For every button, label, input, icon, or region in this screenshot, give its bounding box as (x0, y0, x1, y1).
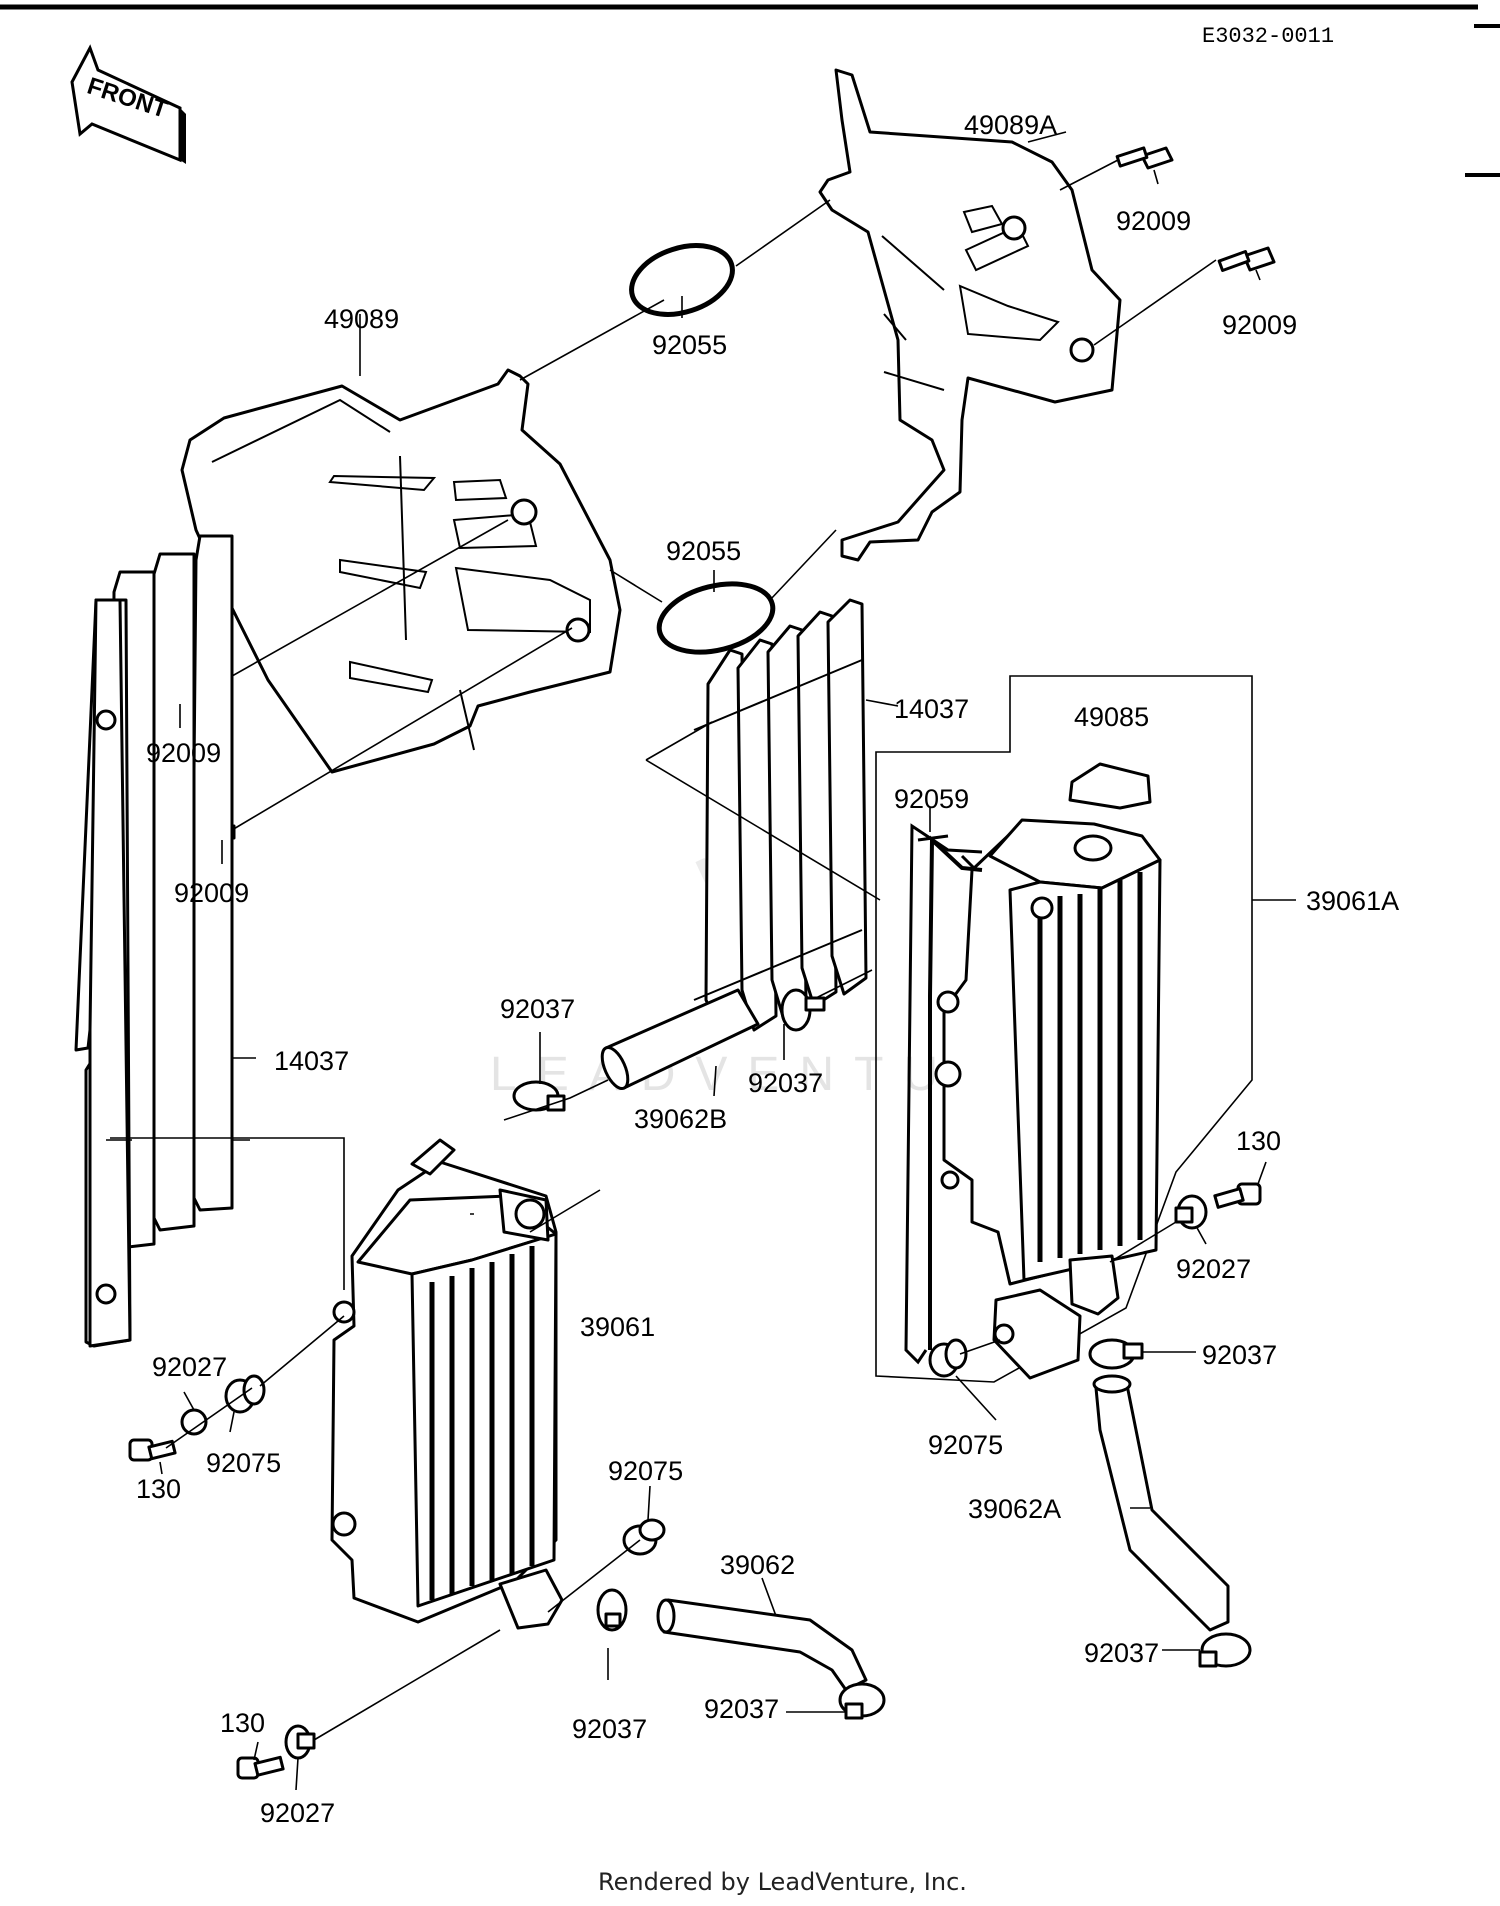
label-92009-c: 92009 (146, 738, 221, 768)
label-39062: 39062 (720, 1550, 795, 1580)
radiator-grommet-49085 (1068, 762, 1152, 810)
label-92075-c: 92075 (608, 1456, 683, 1486)
label-39062A: 39062A (968, 1494, 1061, 1524)
hose-39062 (656, 1598, 868, 1692)
label-39061A: 39061A (1306, 886, 1399, 916)
washer-92027-right (1174, 1194, 1208, 1230)
label-92009-a: 92009 (1116, 206, 1191, 236)
front-direction-arrow-icon: FRONT (70, 44, 186, 164)
label-92037-e: 92037 (704, 1694, 779, 1724)
radiator-grille-left (74, 534, 250, 1348)
grommet-92075-left-lower (622, 1518, 666, 1556)
label-130-c: 130 (220, 1708, 265, 1738)
label-92075-b: 92075 (206, 1448, 281, 1478)
right-radiator (934, 818, 1162, 1380)
right-radiator-outlet (1068, 1254, 1120, 1316)
washer-92027-left-lower (284, 1724, 316, 1760)
label-130-b: 130 (136, 1474, 181, 1504)
label-92027-b: 92027 (152, 1352, 227, 1382)
hose-clamp-92037-upper (780, 988, 826, 1032)
screw-92009-right (1217, 246, 1276, 272)
label-92027-a: 92027 (1176, 1254, 1251, 1284)
left-radiator-inlet (410, 1138, 456, 1176)
hose-39062B (600, 988, 760, 1091)
radiator-grille-upper (645, 598, 899, 1042)
leader-grille-to-radiator (110, 1137, 345, 1290)
bolt-130-left-upper (128, 1438, 177, 1462)
label-92037-f: 92037 (572, 1714, 647, 1744)
label-92075-a: 92075 (928, 1430, 1003, 1460)
o-ring-lower (656, 581, 776, 655)
footer-rendered-by: Rendered by LeadVenture, Inc. (598, 1868, 967, 1896)
grommet-92075-left-upper (224, 1374, 266, 1414)
label-92037-b: 92037 (748, 1068, 823, 1098)
left-radiator-outlet (498, 1568, 564, 1630)
radiator-cap-neck (1073, 834, 1113, 862)
screw-92009-upper-right (1115, 146, 1174, 170)
hose-39062A (1092, 1374, 1230, 1632)
right-radiator-shroud (818, 68, 1122, 562)
label-92055-a: 92055 (652, 330, 727, 360)
label-49089: 49089 (324, 304, 399, 334)
label-92037-a: 92037 (500, 994, 575, 1024)
label-92009-b: 92009 (1222, 310, 1297, 340)
label-92055-b: 92055 (666, 536, 741, 566)
label-92059: 92059 (894, 784, 969, 814)
diagram-code: E3032-0011 (1202, 24, 1334, 49)
grommet-92075-right (928, 1338, 968, 1378)
hose-clamp-92037-lower-left (596, 1588, 628, 1632)
hose-clamp-92037-right-lower (1198, 1632, 1252, 1668)
left-radiator (330, 1138, 601, 1630)
hose-clamp-92037-mid (512, 1080, 566, 1112)
bolt-130-right (1213, 1182, 1262, 1209)
label-39061: 39061 (580, 1312, 655, 1342)
label-130-a: 130 (1236, 1126, 1281, 1156)
label-14037-b: 14037 (274, 1046, 349, 1076)
label-92037-d: 92037 (1084, 1638, 1159, 1668)
hose-clamp-92037-right-upper (1088, 1338, 1144, 1370)
o-ring-upper (629, 243, 735, 317)
left-radiator-shroud (180, 368, 622, 774)
label-92037-c: 92037 (1202, 1340, 1277, 1370)
label-49085: 49085 (1074, 702, 1149, 732)
label-92009-d: 92009 (174, 878, 249, 908)
label-49089A: 49089A (964, 110, 1057, 140)
label-92027-c: 92027 (260, 1798, 335, 1828)
label-39062B: 39062B (634, 1104, 727, 1134)
hose-clamp-92037-lower-mid (838, 1682, 886, 1720)
bolt-130-left-lower (236, 1755, 285, 1780)
label-14037-a: 14037 (894, 694, 969, 724)
